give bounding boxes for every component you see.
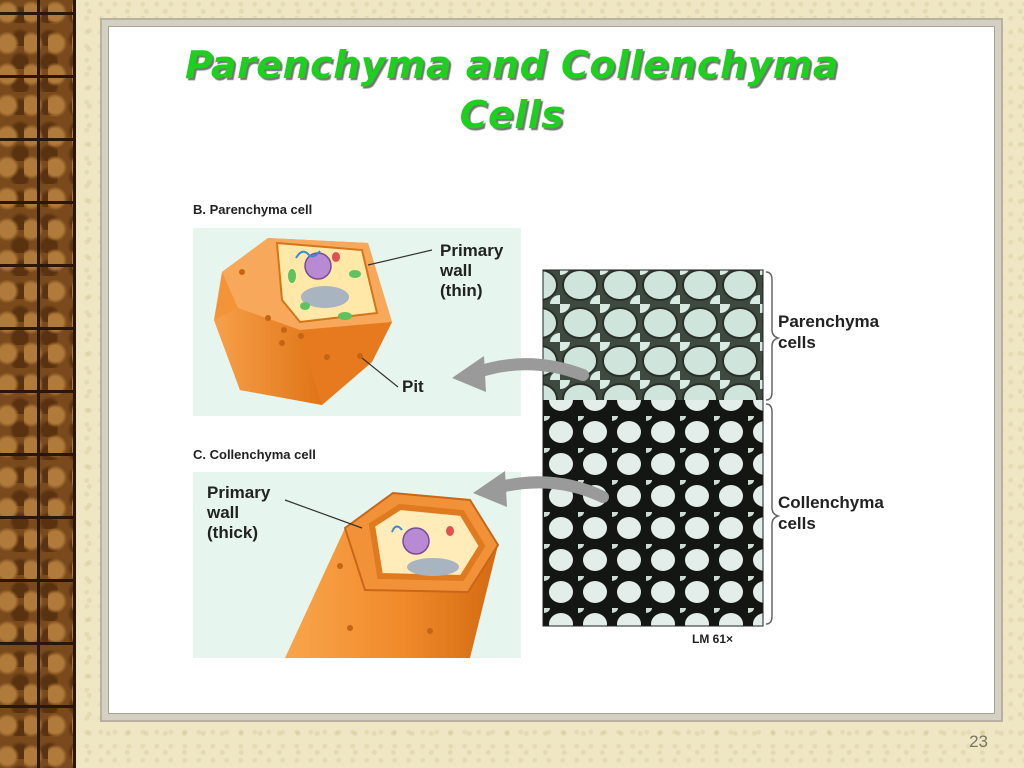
panel-b-title: B. Parenchyma cell	[193, 202, 312, 217]
title-line-1: Parenchyma and Collenchyma	[184, 43, 840, 87]
collenchyma-cell-illustration	[284, 491, 500, 658]
light-micrograph	[542, 269, 764, 627]
parenchyma-cell-illustration	[214, 238, 433, 405]
magnification-label: LM 61×	[692, 632, 733, 646]
title-line-2: Cells	[459, 93, 565, 137]
arrow-to-parenchyma	[452, 356, 589, 392]
collenchyma-brace	[765, 403, 781, 625]
panel-b-pit-label: Pit	[402, 377, 424, 396]
panel-c-title: C. Collenchyma cell	[193, 447, 316, 462]
panel-b-wall-label: Primary wall (thin)	[439, 241, 508, 300]
decorative-wood-strip	[0, 0, 76, 768]
arrow-to-collenchyma	[473, 471, 609, 507]
vacuole	[301, 286, 349, 308]
page-title: Parenchyma and Collenchyma Cells	[0, 40, 1024, 140]
page-number: 23	[969, 732, 988, 751]
nucleus	[304, 252, 332, 280]
collenchyma-cells-label: Collenchyma cells	[778, 493, 889, 533]
parenchyma-cells-label: Parenchyma cells	[778, 312, 884, 352]
parenchyma-brace	[765, 271, 781, 401]
panel-c-wall-label: Primary wall (thick)	[206, 483, 275, 542]
